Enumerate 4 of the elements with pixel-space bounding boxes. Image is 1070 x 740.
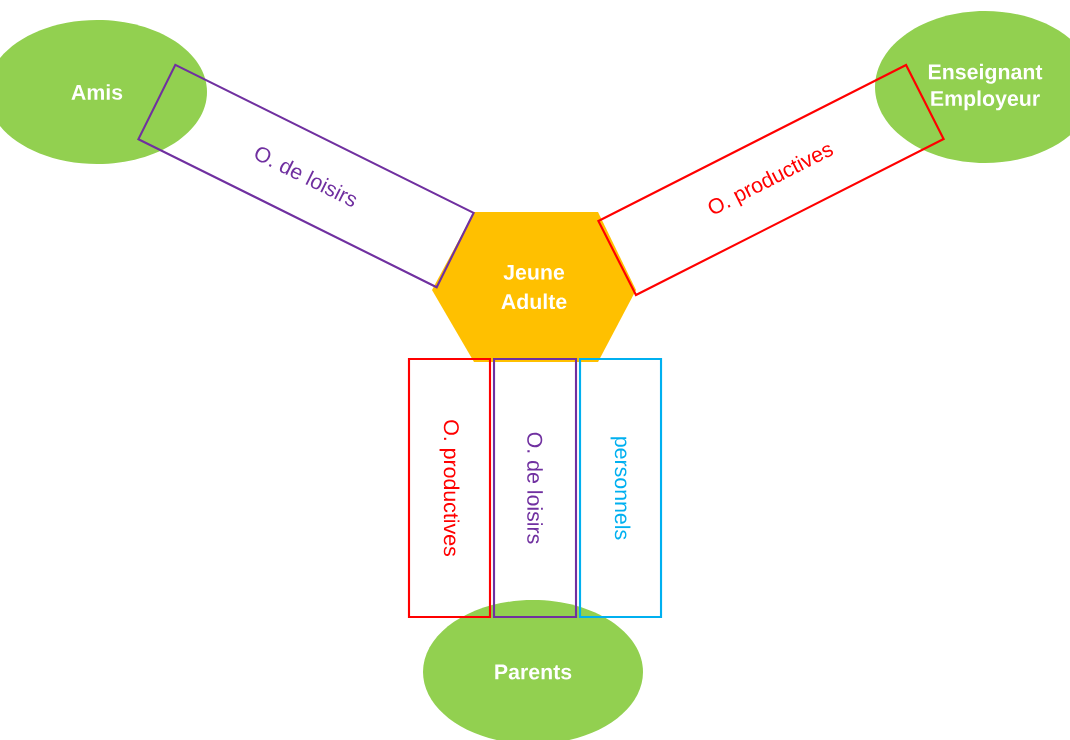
label-band: O. de loisirs [492, 357, 578, 619]
label-band: O. productives [407, 357, 492, 619]
hexagon: Jeune Adulte [432, 212, 636, 362]
label-band: personnels [578, 357, 663, 619]
